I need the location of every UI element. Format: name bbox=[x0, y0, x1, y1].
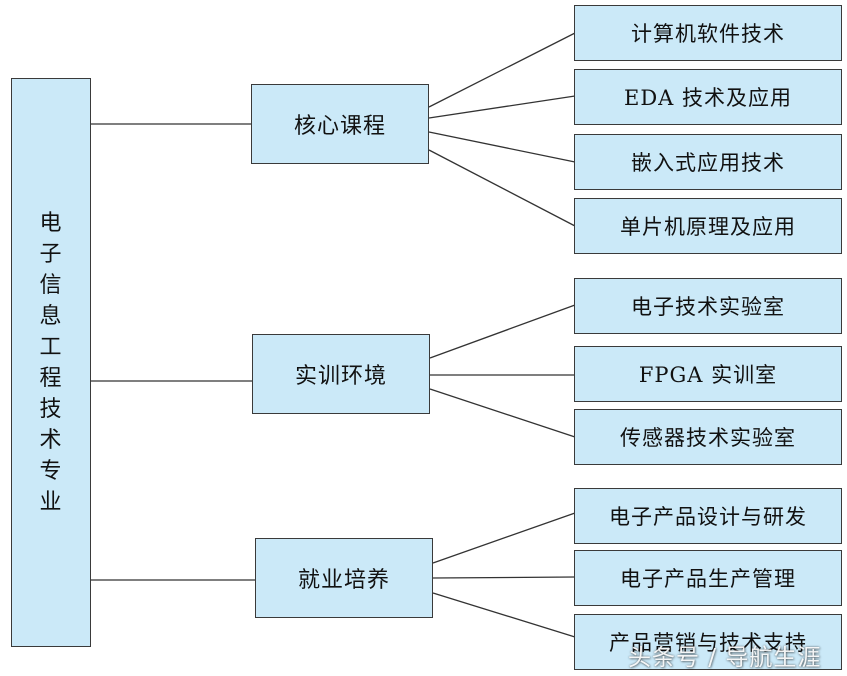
root-char: 术 bbox=[39, 427, 63, 453]
connector-group-2-item-1 bbox=[429, 304, 576, 359]
root-char: 信 bbox=[39, 272, 63, 298]
connector-group-2-item-3 bbox=[429, 388, 576, 438]
group-node-employment-training: 就业培养 bbox=[255, 538, 433, 618]
leaf-node: 传感器技术实验室 bbox=[574, 409, 842, 465]
group-label: 就业培养 bbox=[297, 568, 390, 593]
group-node-core-courses: 核心课程 bbox=[251, 84, 429, 164]
leaf-node: 单片机原理及应用 bbox=[574, 198, 842, 254]
connector-group-3-item-3 bbox=[432, 592, 576, 638]
root-char: 子 bbox=[39, 241, 63, 267]
connector-group-1-item-2 bbox=[428, 95, 576, 119]
root-char: 息 bbox=[39, 303, 63, 329]
leaf-node: 计算机软件技术 bbox=[574, 5, 842, 61]
leaf-label: 单片机原理及应用 bbox=[620, 215, 796, 239]
leaf-label: FPGA 实训室 bbox=[638, 363, 778, 387]
leaf-label: 电子产品生产管理 bbox=[620, 567, 796, 591]
root-char: 工 bbox=[39, 334, 63, 360]
leaf-node: FPGA 实训室 bbox=[574, 346, 842, 402]
leaf-node: 电子技术实验室 bbox=[574, 278, 842, 334]
root-char: 技 bbox=[39, 396, 63, 422]
connector-group-1-item-4 bbox=[428, 149, 576, 227]
leaf-node: 产品营销与技术支持 bbox=[574, 614, 842, 670]
leaf-node: 嵌入式应用技术 bbox=[574, 134, 842, 190]
leaf-label: 电子产品设计与研发 bbox=[609, 505, 807, 529]
group-label: 实训环境 bbox=[294, 364, 387, 389]
connector-group-3-item-1 bbox=[432, 512, 576, 564]
leaf-label: 产品营销与技术支持 bbox=[609, 631, 807, 655]
group-node-training-environment: 实训环境 bbox=[252, 334, 430, 414]
leaf-label: 嵌入式应用技术 bbox=[631, 151, 785, 175]
leaf-node: 电子产品设计与研发 bbox=[574, 488, 842, 544]
connector-group-1-item-1 bbox=[428, 32, 576, 108]
root-char: 业 bbox=[39, 489, 63, 515]
watermark: 头条号 / 导航生涯 bbox=[628, 645, 822, 671]
root-node: 电 子 信 息 工 程 技 术 专 业 bbox=[11, 78, 91, 647]
leaf-label: 传感器技术实验室 bbox=[620, 426, 796, 450]
group-label: 核心课程 bbox=[293, 114, 386, 139]
root-char: 程 bbox=[39, 365, 63, 391]
connector-group-3-item-2 bbox=[432, 576, 576, 579]
root-char: 专 bbox=[39, 458, 63, 484]
leaf-node: EDA 技术及应用 bbox=[574, 69, 842, 125]
leaf-label: 电子技术实验室 bbox=[631, 295, 785, 319]
leaf-node: 电子产品生产管理 bbox=[574, 550, 842, 606]
connector-group-1-item-3 bbox=[428, 131, 576, 163]
leaf-label: 计算机软件技术 bbox=[631, 22, 785, 46]
root-char: 电 bbox=[39, 210, 63, 236]
leaf-label: EDA 技术及应用 bbox=[623, 86, 792, 110]
